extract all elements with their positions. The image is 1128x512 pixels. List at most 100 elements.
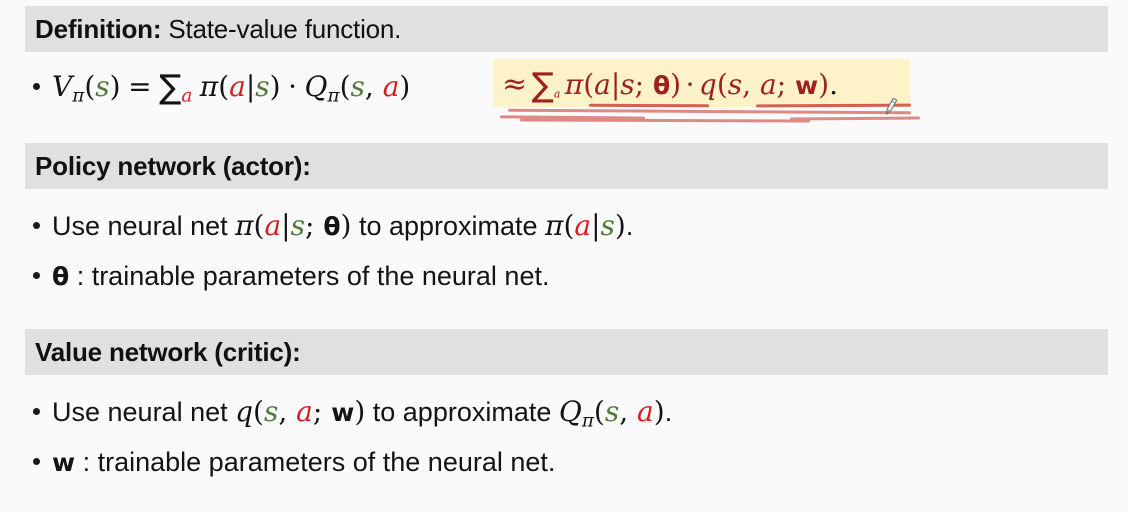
math-w-3: w bbox=[52, 448, 76, 477]
math-Q-subscript: π bbox=[327, 85, 340, 107]
section-header-definition: Definition: State-value function. bbox=[25, 6, 1108, 52]
math-V-subscript: π bbox=[72, 85, 85, 107]
bullet-dot-icon bbox=[33, 222, 40, 229]
math-comma-4: , bbox=[619, 395, 638, 428]
math-close-paren-1: ) bbox=[109, 70, 121, 103]
math-q-1: q bbox=[698, 68, 717, 101]
highlight-approximation-box: ≈ ∑a π(a|s; θ) · q(s, a; w). bbox=[493, 59, 910, 107]
policy-2-text: : trainable parameters of the neural net… bbox=[69, 261, 550, 291]
policy-1-suffix: . bbox=[625, 211, 634, 241]
math-semicolon-2: ; bbox=[776, 68, 796, 101]
math-close-paren-2: ) bbox=[269, 70, 281, 103]
definition-header-rest: State-value function. bbox=[161, 13, 402, 44]
bullet-dot-icon bbox=[33, 458, 40, 465]
bullet-value-2: w : trainable parameters of the neural n… bbox=[33, 449, 555, 476]
math-period-1: . bbox=[829, 68, 838, 101]
math-open-paren-1: ( bbox=[84, 70, 96, 103]
approximation-expression: ≈ ∑a π(a|s; θ) · q(s, a; w). bbox=[502, 63, 838, 104]
math-semicolon-3: ; bbox=[304, 209, 324, 242]
math-Q-2: Q bbox=[558, 395, 582, 428]
math-pi-3: π bbox=[235, 209, 254, 242]
math-close-paren-6: ) bbox=[340, 209, 352, 242]
bullet-dot-icon bbox=[33, 272, 40, 279]
math-open-paren-2: ( bbox=[218, 70, 230, 103]
math-sigma-1-subscript: a bbox=[181, 85, 193, 107]
math-open-paren-8: ( bbox=[253, 395, 264, 428]
math-equals: = bbox=[128, 70, 152, 103]
math-pipe-3: | bbox=[281, 209, 291, 242]
math-Q-2-subscript: π bbox=[581, 410, 594, 432]
policy-1-prefix: Use neural net bbox=[52, 211, 236, 241]
math-action-var-2: a bbox=[382, 70, 400, 103]
bullet-policy-2-text: θ : trainable parameters of the neural n… bbox=[52, 263, 549, 290]
value-1-middle: to approximate bbox=[365, 397, 559, 427]
math-open-paren-5: ( bbox=[716, 68, 728, 101]
value-1-suffix: . bbox=[664, 397, 673, 427]
policy-1-middle: to approximate bbox=[351, 211, 546, 241]
bullet-policy-1-text: Use neural net π(a|s; θ) to approximate … bbox=[52, 212, 633, 240]
math-state-var-2: s bbox=[255, 70, 270, 103]
math-dot-operator-1: · bbox=[288, 70, 297, 103]
math-action-var-1: a bbox=[229, 70, 246, 103]
value-2-text: : trainable parameters of the neural net… bbox=[75, 447, 556, 477]
math-w-1: w bbox=[795, 71, 819, 100]
math-w-2: w bbox=[331, 398, 355, 427]
bullet-policy-1: Use neural net π(a|s; θ) to approximate … bbox=[33, 212, 633, 240]
bullet-value-1: Use neural net q(s, a; w) to approximate… bbox=[33, 398, 672, 431]
math-state-var-9: s bbox=[604, 395, 620, 428]
math-open-paren-6: ( bbox=[253, 209, 265, 242]
math-pipe-2: | bbox=[610, 68, 621, 101]
math-V: V bbox=[52, 70, 73, 103]
math-action-var-5: a bbox=[264, 209, 282, 242]
math-Q: Q bbox=[304, 70, 328, 103]
math-state-var-5: s bbox=[727, 68, 743, 101]
math-action-var-6: a bbox=[574, 209, 592, 242]
math-semicolon-4: ; bbox=[312, 395, 332, 428]
math-pi-4: π bbox=[545, 209, 564, 242]
math-action-var-3: a bbox=[594, 68, 611, 101]
policy-network-header-text: Policy network (actor): bbox=[35, 150, 311, 181]
math-open-paren-9: ( bbox=[593, 395, 605, 428]
math-open-paren-4: ( bbox=[583, 68, 595, 101]
math-state-var-3: s bbox=[350, 70, 365, 103]
math-theta-1: θ bbox=[652, 71, 671, 100]
math-pi-2: π bbox=[564, 68, 584, 101]
bullet-dot-icon bbox=[33, 408, 40, 415]
math-close-paren-7: ) bbox=[614, 209, 626, 242]
math-action-var-4: a bbox=[759, 68, 777, 101]
handdrawn-underline-6 bbox=[789, 116, 921, 121]
math-comma-1: , bbox=[364, 70, 383, 103]
math-q-2: q bbox=[235, 395, 254, 428]
math-close-paren-8: ) bbox=[354, 395, 366, 428]
math-comma-3: , bbox=[278, 395, 297, 428]
math-dot-operator-2: · bbox=[685, 68, 695, 101]
handdrawn-underline-3 bbox=[507, 108, 912, 115]
handdrawn-underline-1 bbox=[588, 103, 710, 108]
math-state-var-4: s bbox=[620, 68, 635, 101]
math-action-var-7: a bbox=[296, 395, 313, 428]
bullet-value-2-text: w : trainable parameters of the neural n… bbox=[52, 449, 555, 476]
math-state-var-7: s bbox=[600, 209, 615, 242]
math-close-paren-5: ) bbox=[818, 68, 830, 101]
math-pipe-1: | bbox=[245, 70, 256, 103]
value-1-prefix: Use neural net bbox=[52, 397, 236, 427]
math-pipe-4: | bbox=[591, 209, 601, 242]
math-state-var-1: s bbox=[95, 70, 110, 103]
math-sigma-2: ∑ bbox=[531, 65, 554, 104]
math-open-paren-3: ( bbox=[339, 70, 351, 103]
math-action-var-8: a bbox=[637, 395, 654, 428]
definition-header-text: Definition: State-value function. bbox=[35, 14, 401, 45]
bullet-policy-2: θ : trainable parameters of the neural n… bbox=[33, 263, 549, 290]
bullet-definition-formula: Vπ(s) = ∑a π(a|s) · Qπ(s, a) bbox=[33, 68, 410, 106]
section-header-policy-network: Policy network (actor): bbox=[25, 143, 1108, 189]
math-close-paren-4: ) bbox=[670, 68, 682, 101]
definition-header-bold: Definition: bbox=[35, 13, 162, 44]
math-approx-sign: ≈ bbox=[502, 67, 528, 102]
math-theta-3: θ bbox=[52, 262, 70, 291]
math-comma-2: , bbox=[742, 68, 760, 101]
section-header-value-network: Value network (critic): bbox=[25, 329, 1108, 375]
math-close-paren-9: ) bbox=[653, 395, 665, 428]
math-state-var-8: s bbox=[263, 395, 279, 428]
math-pi-1: π bbox=[199, 70, 219, 103]
